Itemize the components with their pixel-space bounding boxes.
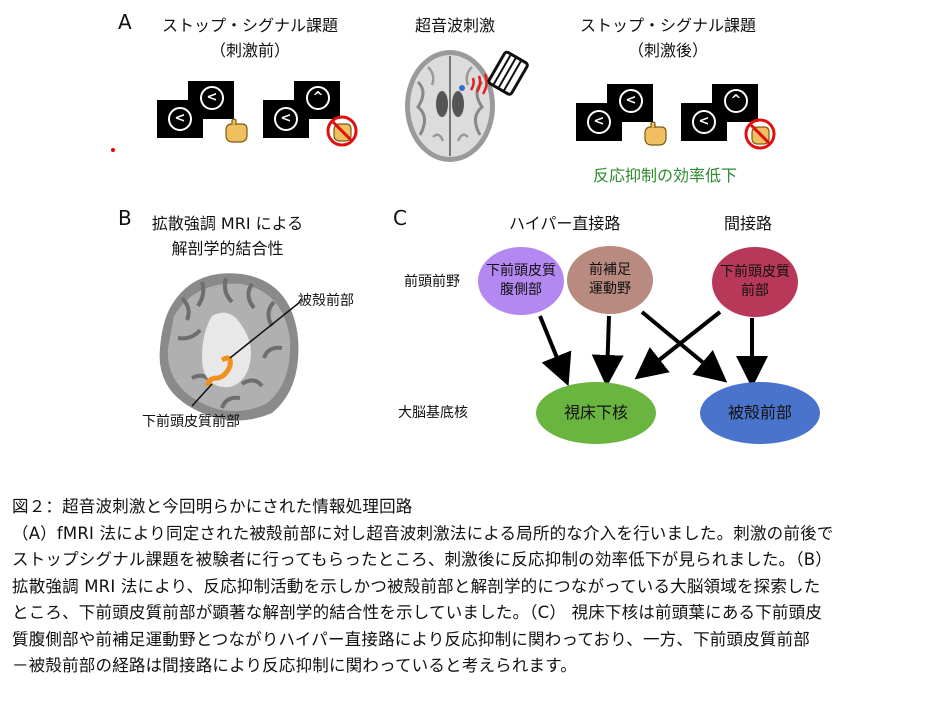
efficiency-decrease-label: 反応抑制の効率低下 xyxy=(592,166,737,185)
stop-signal-symbol: ^ xyxy=(306,86,330,110)
node-ifg-anterior-label: 下前頭皮質 前部 xyxy=(720,264,790,299)
label-putamen: 被殻前部 xyxy=(298,293,354,309)
arrow-left-symbol: < xyxy=(587,110,611,134)
arrow-left-symbol: < xyxy=(692,110,716,134)
caption-line: 拡散強調 MRI 法により、反応抑制活動を示しかつ被殻前部と解剖学的につながって… xyxy=(12,576,821,596)
node-subthalamic-nucleus: 視床下核 xyxy=(536,382,656,444)
caption-line: 質腹側部や前補足運動野とつながりハイパー直接路により反応抑制に関わっており、一方… xyxy=(12,629,810,649)
node-anterior-putamen: 被殻前部 xyxy=(700,382,820,444)
no-press-icon xyxy=(744,118,776,150)
node-pre-sma: 前補足 運動野 xyxy=(567,246,653,314)
panel-a-letter: A xyxy=(118,10,132,34)
hand-press-icon xyxy=(644,121,667,146)
panel-a-left-title: ストップ・シグナル課題 xyxy=(161,16,338,35)
panel-c-letter: C xyxy=(393,206,407,230)
node-anterior-putamen-label: 被殻前部 xyxy=(727,403,792,423)
red-dot xyxy=(111,148,115,152)
hand-press-icon xyxy=(225,118,248,143)
panel-a-right-title: ストップ・シグナル課題 xyxy=(579,16,756,35)
panel-b-letter: B xyxy=(118,206,132,230)
node-ifg-ventral-label: 下前頭皮質 腹側部 xyxy=(486,263,556,298)
arrow-left-symbol: < xyxy=(274,107,298,131)
brain-axial-ultrasound-image xyxy=(405,50,529,162)
no-press-icon xyxy=(326,115,358,147)
arrow-left-symbol: < xyxy=(619,89,643,113)
arrow-left-symbol: < xyxy=(200,86,224,110)
node-subthalamic-nucleus-label: 視床下核 xyxy=(563,403,628,423)
panel-a-left-subtitle: （刺激前） xyxy=(209,41,290,60)
panel-b-title-line2: 解剖学的結合性 xyxy=(171,239,284,258)
indirect-pathway-title: 間接路 xyxy=(724,214,773,233)
figure-caption: 図２：超音波刺激と今回明らかにされた情報処理回路 （A）fMRI 法により同定さ… xyxy=(12,494,927,680)
panel-a-center-title: 超音波刺激 xyxy=(414,16,495,35)
panel-b-title-line1: 拡散強調 MRI による xyxy=(151,214,304,233)
hyperdirect-pathway-title: ハイパー直接路 xyxy=(509,214,621,233)
row-label-frontal: 前頭前野 xyxy=(404,274,460,290)
caption-line: ストップシグナル課題を被験者に行ってもらったところ、刺激後に反応抑制の効率低下が… xyxy=(12,550,832,569)
caption-title: 図２：超音波刺激と今回明らかにされた情報処理回路 xyxy=(12,497,413,516)
arrow-left-symbol: < xyxy=(168,107,192,131)
label-ifg: 下前頭皮質前部 xyxy=(142,414,240,430)
node-ifg-ventral: 下前頭皮質 腹側部 xyxy=(478,247,564,315)
caption-line: ところ、下前頭皮質前部が顕著な解剖学的結合性を示していました。（C） 視床下核は… xyxy=(12,603,823,622)
node-ifg-anterior: 下前頭皮質 前部 xyxy=(712,247,798,317)
panel-a-right-subtitle: （刺激後） xyxy=(627,41,708,60)
caption-line: －被殻前部の経路は間接路により反応抑制に関わっていると考えられます。 xyxy=(12,656,577,675)
stop-signal-symbol: ^ xyxy=(724,89,748,113)
brain-3d-tract-image xyxy=(159,273,301,421)
row-label-basal-ganglia: 大脳基底核 xyxy=(398,405,468,421)
node-pre-sma-label: 前補足 運動野 xyxy=(589,262,631,297)
caption-line: （A）fMRI 法により同定された被殻前部に対し超音波刺激法による局所的な介入を… xyxy=(12,523,834,543)
